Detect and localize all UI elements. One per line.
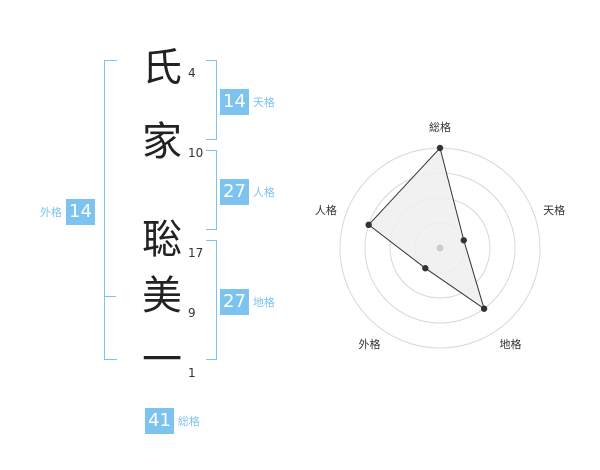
radar-axis-label-4: 外格: [359, 337, 381, 351]
gaikaku-bracket: [104, 60, 117, 360]
tenkaku-label: 天格: [252, 96, 275, 109]
jinkaku-value: 27: [220, 179, 249, 205]
gaikaku-value: 14: [66, 199, 95, 225]
radar-point-4: [422, 265, 429, 272]
radar-axis-label-3: 地格: [500, 337, 522, 351]
radar-axis-label-1: 総格: [429, 120, 451, 134]
tenkaku-bracket: [206, 60, 217, 140]
gaikaku-bracket-divider: [104, 296, 116, 297]
chikaku-value: 27: [220, 289, 249, 315]
gaikaku-label: 外格: [40, 206, 62, 219]
stroke-count-5: 1: [188, 366, 196, 380]
radar-point-1: [436, 144, 444, 152]
radar-axis-label-2: 天格: [543, 203, 565, 217]
jinkaku-bracket: [206, 150, 217, 230]
radar-point-3: [480, 305, 488, 312]
jinkaku-group: 27 人格: [220, 179, 275, 205]
radar-center-dot: [436, 244, 444, 252]
radar-point-5: [365, 221, 372, 229]
tenkaku-group: 14 天格: [220, 89, 275, 115]
name-char-2: 家: [142, 119, 182, 165]
name-char-1: 氏: [142, 45, 182, 91]
name-char-5: 一: [142, 337, 182, 383]
soukaku-value: 41: [145, 408, 174, 434]
name-char-3: 聡: [142, 217, 182, 263]
name-char-4: 美: [142, 273, 182, 319]
radar-axis-label-5: 人格: [315, 203, 337, 217]
stroke-count-1: 4: [188, 66, 196, 80]
chikaku-group: 27 地格: [220, 289, 275, 315]
gaikaku-group: 外格 14: [40, 199, 95, 225]
stroke-count-3: 17: [188, 246, 204, 260]
jinkaku-label: 人格: [252, 186, 275, 199]
soukaku-group: 41 総格: [145, 408, 200, 434]
stroke-count-4: 9: [188, 306, 196, 320]
radar-area: [367, 146, 485, 310]
radar-point-2: [460, 237, 467, 244]
tenkaku-value: 14: [220, 89, 249, 115]
soukaku-label: 総格: [177, 415, 200, 428]
chikaku-label: 地格: [252, 296, 275, 309]
chikaku-bracket: [206, 240, 217, 360]
radar-points: [365, 144, 488, 312]
stroke-count-2: 10: [188, 146, 204, 160]
